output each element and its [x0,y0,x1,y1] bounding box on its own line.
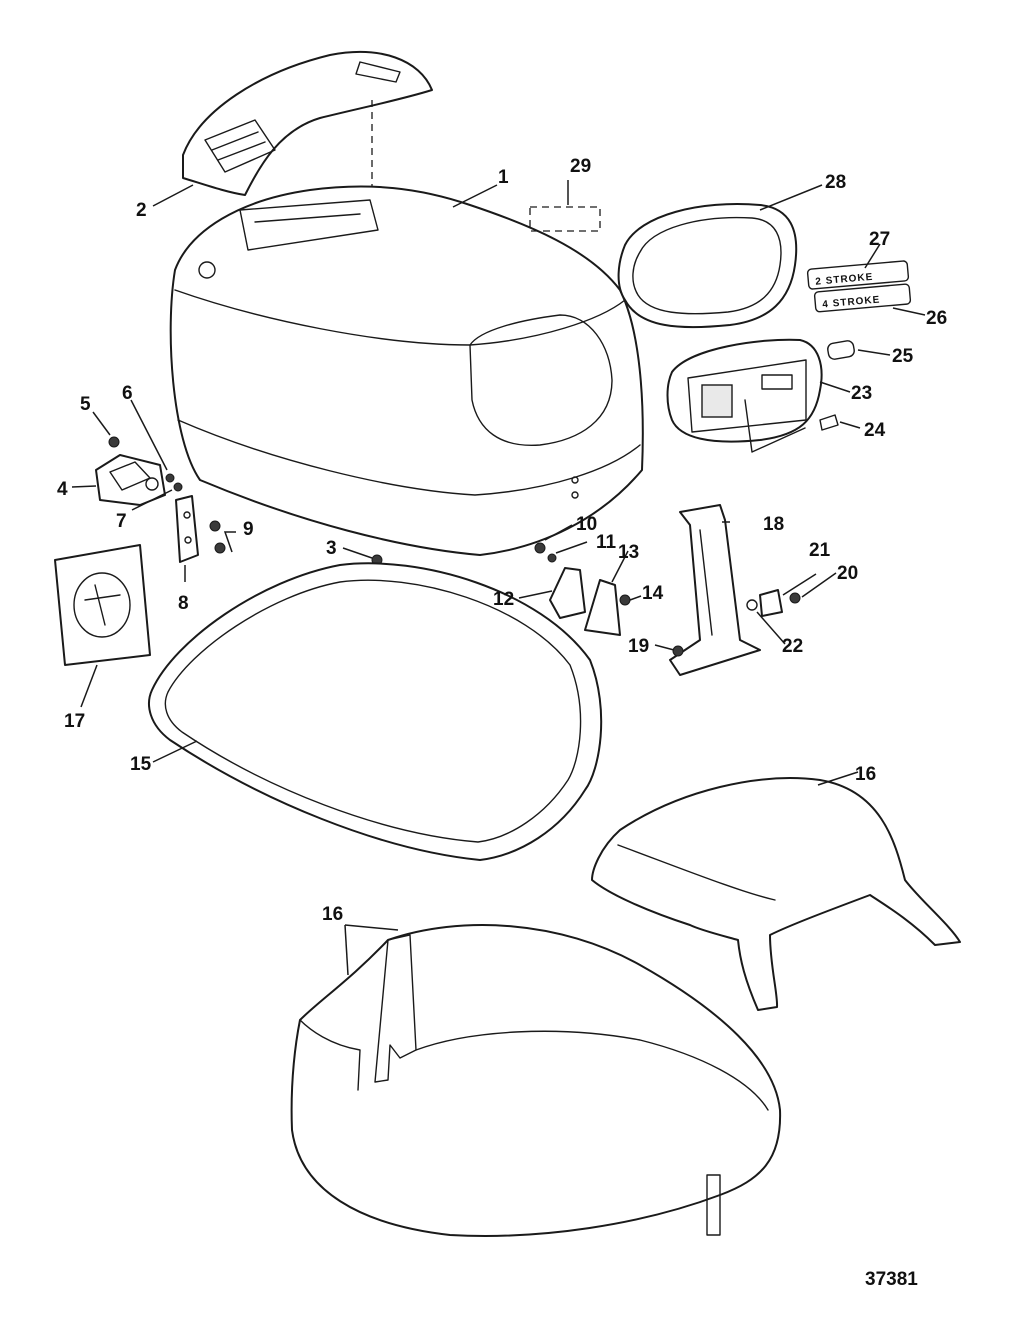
part-7-nut [173,482,183,492]
part-27-decal: 2 STROKE [806,260,910,290]
part-24-screw [819,414,839,431]
callout-6: 6 [122,383,133,404]
callout-labels: 1 2 3 4 5 6 7 8 9 10 11 12 13 14 15 16 1… [57,156,947,925]
callout-4: 4 [57,479,68,500]
callout-10: 10 [576,514,597,535]
part-20-bolt [789,592,801,604]
callout-12: 12 [493,589,514,610]
callout-19: 19 [628,636,649,657]
callout-18: 18 [763,514,784,535]
part-5-screw [108,436,120,448]
part-16-upper-chaps [591,777,961,1011]
part-15-seal [148,562,603,861]
callout-28: 28 [825,172,846,193]
part-21-clip [759,589,783,617]
part-12-hinge [549,567,586,619]
callout-2: 2 [136,200,147,221]
part-25-plug [827,340,855,360]
callout-8: 8 [178,593,189,614]
callout-29: 29 [570,156,591,177]
callout-13: 13 [618,542,639,563]
leader-lines [71,180,926,976]
part-9-bolts [209,520,226,554]
callout-7: 7 [116,511,127,532]
callout-26: 26 [926,308,947,329]
figure-number: 37381 [865,1269,918,1290]
part-26-decal: 4 STROKE [813,283,912,313]
part-18-support [669,504,761,676]
part-23-dash-link [744,399,806,453]
callout-22: 22 [782,636,803,657]
part-19-screw [672,645,684,657]
callout-16-lower: 16 [322,904,343,925]
callout-14: 14 [642,583,664,604]
part-22-washer [746,599,758,611]
part-10-washer [534,542,546,554]
callout-3: 3 [326,538,337,559]
part-1-top-cowl [169,185,644,556]
callout-25: 25 [892,346,914,367]
svg-text:2 STROKE: 2 STROKE [815,272,874,288]
part-16-lower-chaps [290,924,782,1237]
callout-5: 5 [80,394,91,415]
callout-24: 24 [864,420,886,441]
part-6-washer [165,473,175,483]
svg-text:4 STROKE: 4 STROKE [822,294,881,310]
callout-16-upper: 16 [855,764,876,785]
callout-23: 23 [851,383,872,404]
part-17-rear-cover [54,544,151,666]
part-4-latch [95,454,166,506]
part-8-bracket [175,495,199,563]
callout-20: 20 [837,563,858,584]
part-28-frame [617,203,798,329]
callout-1: 1 [498,167,509,188]
callout-11: 11 [596,532,617,553]
part-14-bolt [619,594,631,606]
callout-17: 17 [64,711,85,732]
part-2-vent-cover [182,51,433,196]
part-13-hinge [584,579,621,636]
part-23-panel [666,338,823,443]
callout-9: 9 [243,519,254,540]
callout-27: 27 [869,229,890,250]
callout-15: 15 [130,754,152,775]
part-29-decal-outline [529,206,601,232]
callout-21: 21 [809,540,831,561]
part-11-nut [547,553,557,563]
